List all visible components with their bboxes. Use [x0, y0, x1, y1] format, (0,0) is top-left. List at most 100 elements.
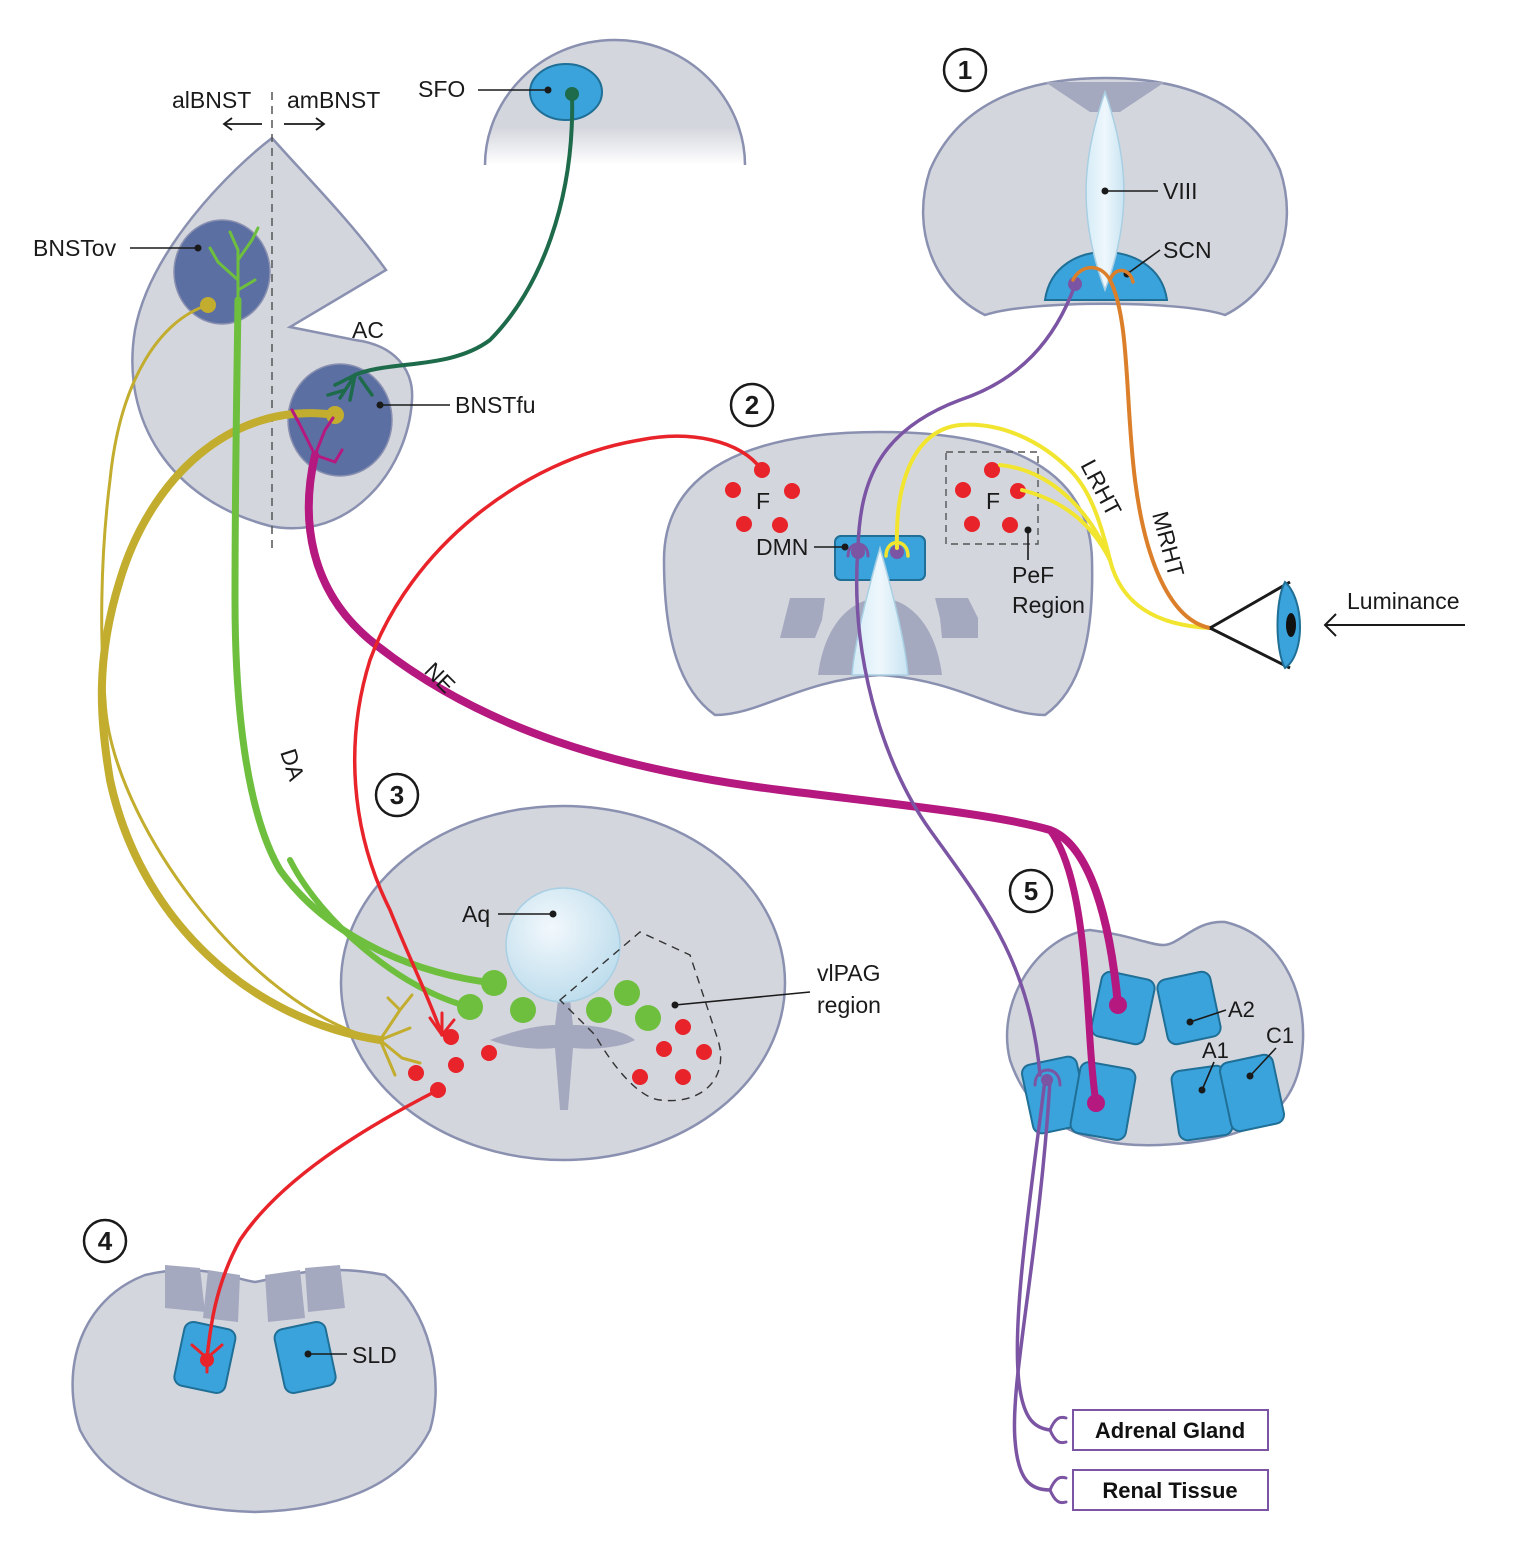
bnstfu-olive-soma: [326, 406, 344, 424]
panel-4-pons: SLD: [71, 1265, 437, 1514]
scn-dmn-purple-pathway: [856, 283, 1077, 550]
panel-1-scn: VIII SCN: [921, 76, 1289, 317]
olive-terminal-arbor: [378, 993, 422, 1077]
pons-tract-3: [265, 1270, 305, 1322]
bnstov-leader-dot: [194, 244, 202, 252]
hypothalamus-ventricle: [851, 545, 909, 676]
pef-region-box: [945, 451, 1039, 545]
pef-label-line2: Region: [1012, 592, 1085, 618]
bnstfu-label: BNSTfu: [455, 392, 536, 418]
albnst-arrow: [222, 117, 262, 131]
vlpag-region-outline: [558, 931, 722, 1102]
sfo-section: SFO: [418, 38, 747, 166]
pons-tract-4: [305, 1265, 345, 1312]
sld-label: SLD: [352, 1342, 397, 1368]
sld-orexin-soma: [200, 1353, 214, 1367]
ne-pathway: [304, 451, 1122, 1009]
hypothalamus-right-tract: [935, 598, 978, 638]
sld-leader-dot: [304, 1350, 312, 1358]
pons-tract-2: [203, 1270, 240, 1322]
adrenal-gland-box: Adrenal Gland: [1072, 1409, 1269, 1451]
bnstov-da-terminal-arbor: [208, 226, 260, 302]
dmn-purple-soma-right: [890, 545, 904, 559]
viii-leader-dot: [1101, 187, 1109, 195]
da-label: DA: [275, 746, 310, 785]
ne-pathway-branch: [1046, 826, 1100, 1107]
panel-number-4-text: 4: [98, 1226, 113, 1256]
lrht-pathway: [894, 422, 1212, 630]
panel-2-hypothalamus: F F DMN PeF Region: [662, 430, 1094, 717]
pons-tissue: [71, 1268, 437, 1514]
panel-number-2-text: 2: [745, 390, 759, 420]
a2-label: A2: [1228, 997, 1255, 1022]
dmn-medulla-purple-pathway: [854, 546, 1042, 1077]
c1-leader: [1249, 1047, 1277, 1077]
a2-nucleus: [1156, 970, 1222, 1046]
dmn-purple-synapses: [846, 542, 870, 558]
panel-5-medulla: A2 A1 C1: [1005, 920, 1305, 1147]
lrht-dmn-terminal: [884, 540, 910, 558]
panel-number-4: 4: [82, 1218, 128, 1264]
ac-label: AC: [352, 317, 384, 343]
scn-leader: [1126, 249, 1161, 275]
renal-tissue-label: Renal Tissue: [1102, 1478, 1237, 1503]
a1-leader-dot: [1198, 1086, 1206, 1094]
c1-nucleus: [1218, 1053, 1286, 1133]
pathways: [97, 87, 1212, 1505]
medulla-purple-soma: [1041, 1074, 1053, 1086]
ne-soma-upper: [1109, 996, 1127, 1014]
sfo-leader-dot: [544, 86, 552, 94]
a2-leader-dot: [1186, 1018, 1194, 1026]
pef-label-line1: PeF: [1012, 562, 1054, 588]
sfo-tissue-outline: [483, 38, 747, 166]
aq-label: Aq: [462, 901, 490, 927]
orexin-pathway: [352, 434, 764, 1037]
eye-pupil: [1286, 613, 1296, 637]
medulla-renal-pathway: [1012, 1078, 1052, 1492]
a1-leader: [1201, 1061, 1215, 1091]
vlpag-leader: [674, 991, 811, 1006]
f-label-left: F: [756, 488, 770, 514]
scn-label: SCN: [1163, 237, 1212, 263]
sld-orexin-pathway: [205, 1088, 440, 1360]
viii-label: VIII: [1163, 178, 1198, 204]
panel-number-1-text: 1: [958, 55, 972, 85]
bnstov-olive-soma: [200, 297, 216, 313]
bnstfu-leader-dot: [376, 401, 384, 409]
panel-number-3-text: 3: [390, 780, 404, 810]
f-label-right: F: [986, 488, 1000, 514]
c1-label: C1: [1266, 1023, 1294, 1048]
bnstov-label: BNSTov: [33, 235, 117, 261]
dmn-leader-dot: [841, 543, 849, 551]
sfo-soma: [565, 87, 579, 101]
aqueduct: [505, 887, 621, 1003]
luminance-label: Luminance: [1347, 588, 1460, 614]
sld-right-nucleus: [273, 1320, 337, 1395]
eye: [1209, 580, 1301, 670]
dmn-label: DMN: [756, 534, 808, 560]
adrenal-terminal: [1048, 1415, 1068, 1445]
mrht-scn-terminal: [1071, 265, 1135, 285]
aq-leader-dot: [549, 910, 557, 918]
a1-label: A1: [1202, 1038, 1229, 1063]
bnstfu-ne-terminal-arbor: [290, 408, 344, 464]
da-pathway: [231, 296, 498, 987]
pef-leader-dot: [1024, 526, 1032, 534]
panel-number-2: 2: [729, 382, 775, 428]
ambnst-label: amBNST: [287, 87, 380, 113]
panel-number-5: 5: [1008, 868, 1054, 914]
panel-number-1: 1: [942, 47, 988, 93]
pag-orexin-terminal: [428, 1011, 456, 1037]
panel-3-pag: Aq vlPAG region: [339, 804, 881, 1162]
sfo-bnstfu-pathway: [353, 92, 575, 377]
sfo-tissue: [485, 40, 745, 165]
pag-midline-structure: [490, 1000, 635, 1110]
renal-tissue-box: Renal Tissue: [1072, 1469, 1269, 1511]
albnst-label: alBNST: [172, 87, 251, 113]
a2-leader: [1189, 1009, 1227, 1023]
bnst-section: alBNST amBNST BNSTov AC BNSTfu: [33, 87, 536, 550]
renal-terminal: [1048, 1475, 1068, 1505]
lrht-branch-2: [1020, 488, 1112, 562]
medulla-purple-synapse: [1033, 1068, 1062, 1087]
